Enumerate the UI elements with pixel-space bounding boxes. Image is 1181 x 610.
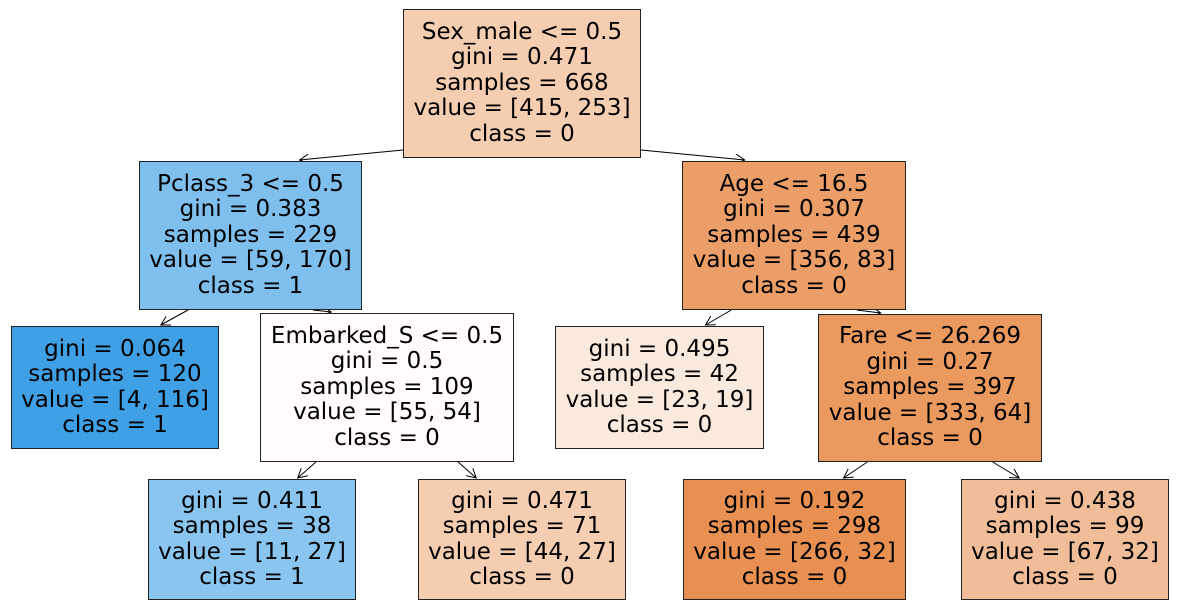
node-text-line: samples = 439 [707,221,881,248]
node-text-line: gini = 0.5 [330,348,444,375]
node-text-line: Pclass_3 <= 0.5 [157,170,344,197]
node-text-line: samples = 298 [707,513,882,539]
node-text-line: Sex_male <= 0.5 [421,18,623,45]
edge-n0-n1 [298,149,404,165]
node-text-line: Fare <= 26.269 [839,323,1021,350]
node-text-line: samples = 109 [300,373,474,400]
node-text-line: class = 1 [197,272,304,299]
edge-n3-n4 [296,461,317,479]
node-text-line: value = [266, 32] [693,538,896,565]
node-text-line: class = 0 [606,412,713,438]
node-text-line: class = 0 [334,424,440,451]
edge-n1-n3 [312,305,333,317]
node-text-line: gini = 0.471 [451,44,593,71]
edge-n1-n2 [159,309,189,326]
node-text-line: value = [4, 116] [21,386,209,413]
node-text-line: Age <= 16.5 [719,170,869,197]
node-text-line: samples = 120 [28,361,202,387]
node-text-line: class = 0 [741,564,848,590]
node-text-line: value = [356, 83] [692,247,896,274]
node-text-line: class = 0 [877,425,983,452]
node-text-line: gini = 0.495 [588,335,731,362]
node-text-line: class = 0 [741,272,847,299]
node-text-line: gini = 0.307 [723,196,865,223]
node-text-line: value = [44, 27] [428,538,616,565]
node-text-line: gini = 0.438 [994,487,1136,514]
node-text-line: value = [67, 32] [971,538,1159,565]
node-text-line: class = 1 [199,564,305,590]
node-text-line: value = [415, 253] [413,95,631,122]
node-text-line: samples = 71 [442,513,602,539]
node-text-line: gini = 0.192 [723,487,866,514]
edge-n8-n9 [842,461,868,479]
node-text-line: value = [55, 54] [293,399,481,426]
node-text-line: class = 0 [469,564,575,590]
edge-n3-n5 [457,461,478,479]
node-text-line: value = [23, 19] [565,386,754,413]
node-text-line: value = [333, 64] [828,399,1032,426]
node-text-line: samples = 42 [580,361,739,387]
node-text-line: samples = 229 [163,221,338,248]
node-text-line: value = [11, 27] [158,538,346,565]
node-text-line: samples = 99 [985,513,1145,539]
edge-n8-n10 [992,461,1021,479]
node-text-line: gini = 0.383 [179,196,322,223]
node-text-line: class = 1 [62,412,168,438]
node-text-line: Embarked_S <= 0.5 [270,322,504,349]
node-text-line: gini = 0.064 [44,335,186,362]
node-text-line: samples = 397 [843,374,1017,401]
node-text-line: samples = 38 [172,513,332,539]
node-text-line: gini = 0.471 [451,487,593,514]
node-text-line: class = 0 [1012,564,1118,590]
edge-n6-n7 [704,309,732,326]
node-text-line: gini = 0.27 [866,348,994,375]
edge-n0-n6 [640,149,746,165]
node-text-line: value = [59, 170] [149,247,352,274]
node-text-line: gini = 0.411 [181,487,323,514]
edge-n6-n8 [856,306,882,318]
node-text-line: samples = 668 [435,69,609,96]
node-text-line: class = 0 [469,120,575,147]
